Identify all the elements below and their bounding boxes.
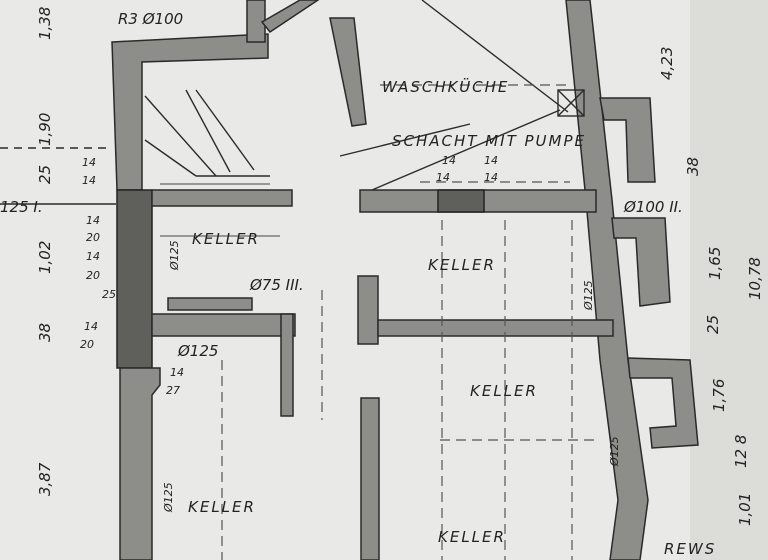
dimension-right-2: 38 (684, 157, 702, 176)
room-label-keller-4: KELLER (188, 498, 256, 516)
wall-top-diagonal (260, 0, 320, 34)
pipe-label-2: Ø100 II. (623, 198, 683, 216)
wall-mark: 14 (436, 171, 450, 184)
pump-shaft-symbol (557, 89, 585, 117)
pipe-label-3: Ø75 III. (249, 276, 304, 294)
room-label-schacht: SCHACHT MIT PUMPE (392, 132, 586, 150)
pipe-label-6: Ø125 (162, 482, 175, 513)
room-label-keller-2: KELLER (428, 256, 496, 274)
wall-mark: 27 (166, 384, 180, 397)
wall-interior-3 (151, 313, 296, 337)
dimension-left-1: 1,38 (36, 7, 54, 40)
wall-right-bay-3 (627, 357, 699, 449)
pipe-label-7: Ø125 (582, 280, 595, 311)
wall-mark: 14 (484, 154, 498, 167)
stairs (144, 89, 280, 237)
wall-interior-8 (360, 397, 380, 560)
leader-line-schacht (339, 123, 471, 157)
paper-edge (690, 0, 768, 560)
dimension-right-8: 1,01 (736, 493, 754, 526)
pipe-label-1: 125 I. (0, 198, 43, 216)
wall-right (565, 0, 649, 560)
room-label-keller-1: KELLER (192, 230, 260, 248)
wall-left-lower (119, 367, 161, 560)
wall-mark: 25 (102, 288, 116, 301)
wall-mark: 14 (170, 366, 184, 379)
room-label-rews: REWS (664, 540, 716, 558)
room-label-waschkueche: WASCHKÜCHE (382, 77, 509, 96)
wall-right-bay-1 (599, 97, 656, 183)
dimension-right-4: 10,78 (746, 257, 764, 300)
wall-mark: 14 (82, 174, 96, 187)
pipe-label-r3: R3 Ø100 (118, 10, 183, 28)
wall-interior-7 (377, 319, 614, 337)
leader-line-pipe (371, 109, 561, 191)
wall-interior-1 (151, 189, 293, 207)
pipe-label-4: Ø125 (177, 342, 218, 360)
wall-interior-5 (280, 313, 294, 417)
dimension-left-5: 38 (36, 323, 54, 342)
wall-mark: 14 (82, 156, 96, 169)
dimension-left-4: 25 (36, 165, 54, 184)
dimension-left-2: 1,90 (36, 113, 54, 146)
dimension-right-5: 25 (704, 315, 722, 334)
wall-mark: 20 (86, 231, 100, 244)
room-label-keller-3: KELLER (470, 382, 538, 400)
wall-mark: 14 (484, 171, 498, 184)
wall-mark: 14 (86, 250, 100, 263)
wall-mark: 20 (80, 338, 94, 351)
wall-interior-9 (329, 17, 367, 127)
wall-interior-4 (167, 297, 253, 311)
dimension-left-3: 1,02 (36, 241, 54, 274)
wall-mark: 14 (86, 214, 100, 227)
dimension-right-1: 4,23 (658, 47, 676, 80)
pipe-label-5: Ø125 (168, 240, 181, 271)
dimension-right-3: 1,65 (706, 247, 724, 280)
dimension-left-6: 3,87 (36, 462, 54, 496)
room-label-keller-5: KELLER (438, 528, 506, 546)
pipe-label-8: Ø125 (608, 436, 621, 467)
wall-interior-6 (357, 275, 379, 345)
wall-mark: 14 (442, 154, 456, 167)
wall-opening-block (437, 189, 485, 213)
dimension-right-7: 12 8 (732, 435, 750, 468)
wall-mark: 14 (84, 320, 98, 333)
wall-mark: 20 (86, 269, 100, 282)
diagonal-line (421, 0, 569, 113)
wall-left-chimney (116, 189, 153, 369)
wall-right-bay-2 (611, 217, 671, 307)
dimension-right-6: 1,76 (710, 379, 728, 412)
